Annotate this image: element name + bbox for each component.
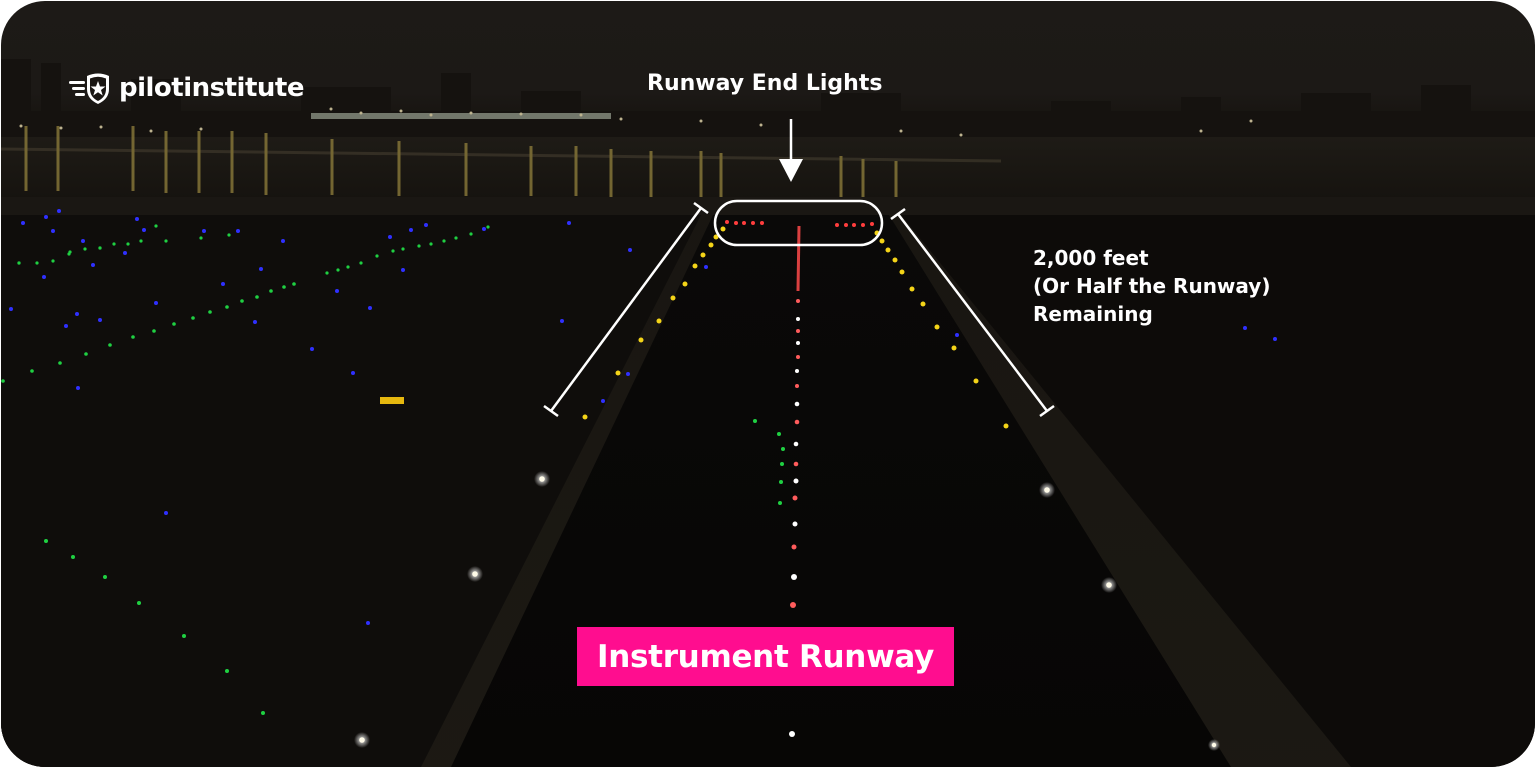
- right-distance-bracket: [897, 213, 1048, 412]
- annotation-graphics: [543, 119, 1055, 418]
- runway-right-shoulder: [881, 215, 1351, 767]
- distance-remaining-line-3: Remaining: [1033, 302, 1153, 326]
- taxiway-edge-lights: [9, 209, 1277, 625]
- water: [1, 137, 1535, 207]
- runway-centerline-lights: [789, 299, 800, 737]
- taxiway-sign: [380, 397, 404, 404]
- distance-remaining-line-2: (Or Half the Runway): [1033, 274, 1271, 298]
- city-skyline: [1, 59, 1535, 137]
- bridge: [1, 126, 1002, 197]
- runway-left-shoulder: [421, 215, 721, 767]
- end-lights-highlight: [713, 199, 884, 247]
- runway-edge-white-lights: [354, 471, 1220, 751]
- centerline-far: [796, 225, 801, 292]
- runway-end-lights-label: Runway End Lights: [647, 71, 883, 96]
- instrument-runway-badge: Instrument Runway: [577, 627, 954, 686]
- distance-remaining-label: 2,000 feet (Or Half the Runway) Remainin…: [1033, 244, 1270, 328]
- taxiway-centerline-lights: [1, 224, 785, 715]
- brand-logo: pilotinstitute: [69, 71, 304, 105]
- left-distance-bracket: [549, 207, 703, 412]
- runway-end-lights: [725, 220, 874, 227]
- winged-shield-star-icon: [69, 73, 109, 104]
- runway-edge-caution-lights: [582, 226, 1009, 429]
- distance-remaining-line-1: 2,000 feet: [1033, 246, 1149, 270]
- end-lights-arrowhead: [779, 159, 803, 182]
- brand-name: pilotinstitute: [119, 73, 304, 103]
